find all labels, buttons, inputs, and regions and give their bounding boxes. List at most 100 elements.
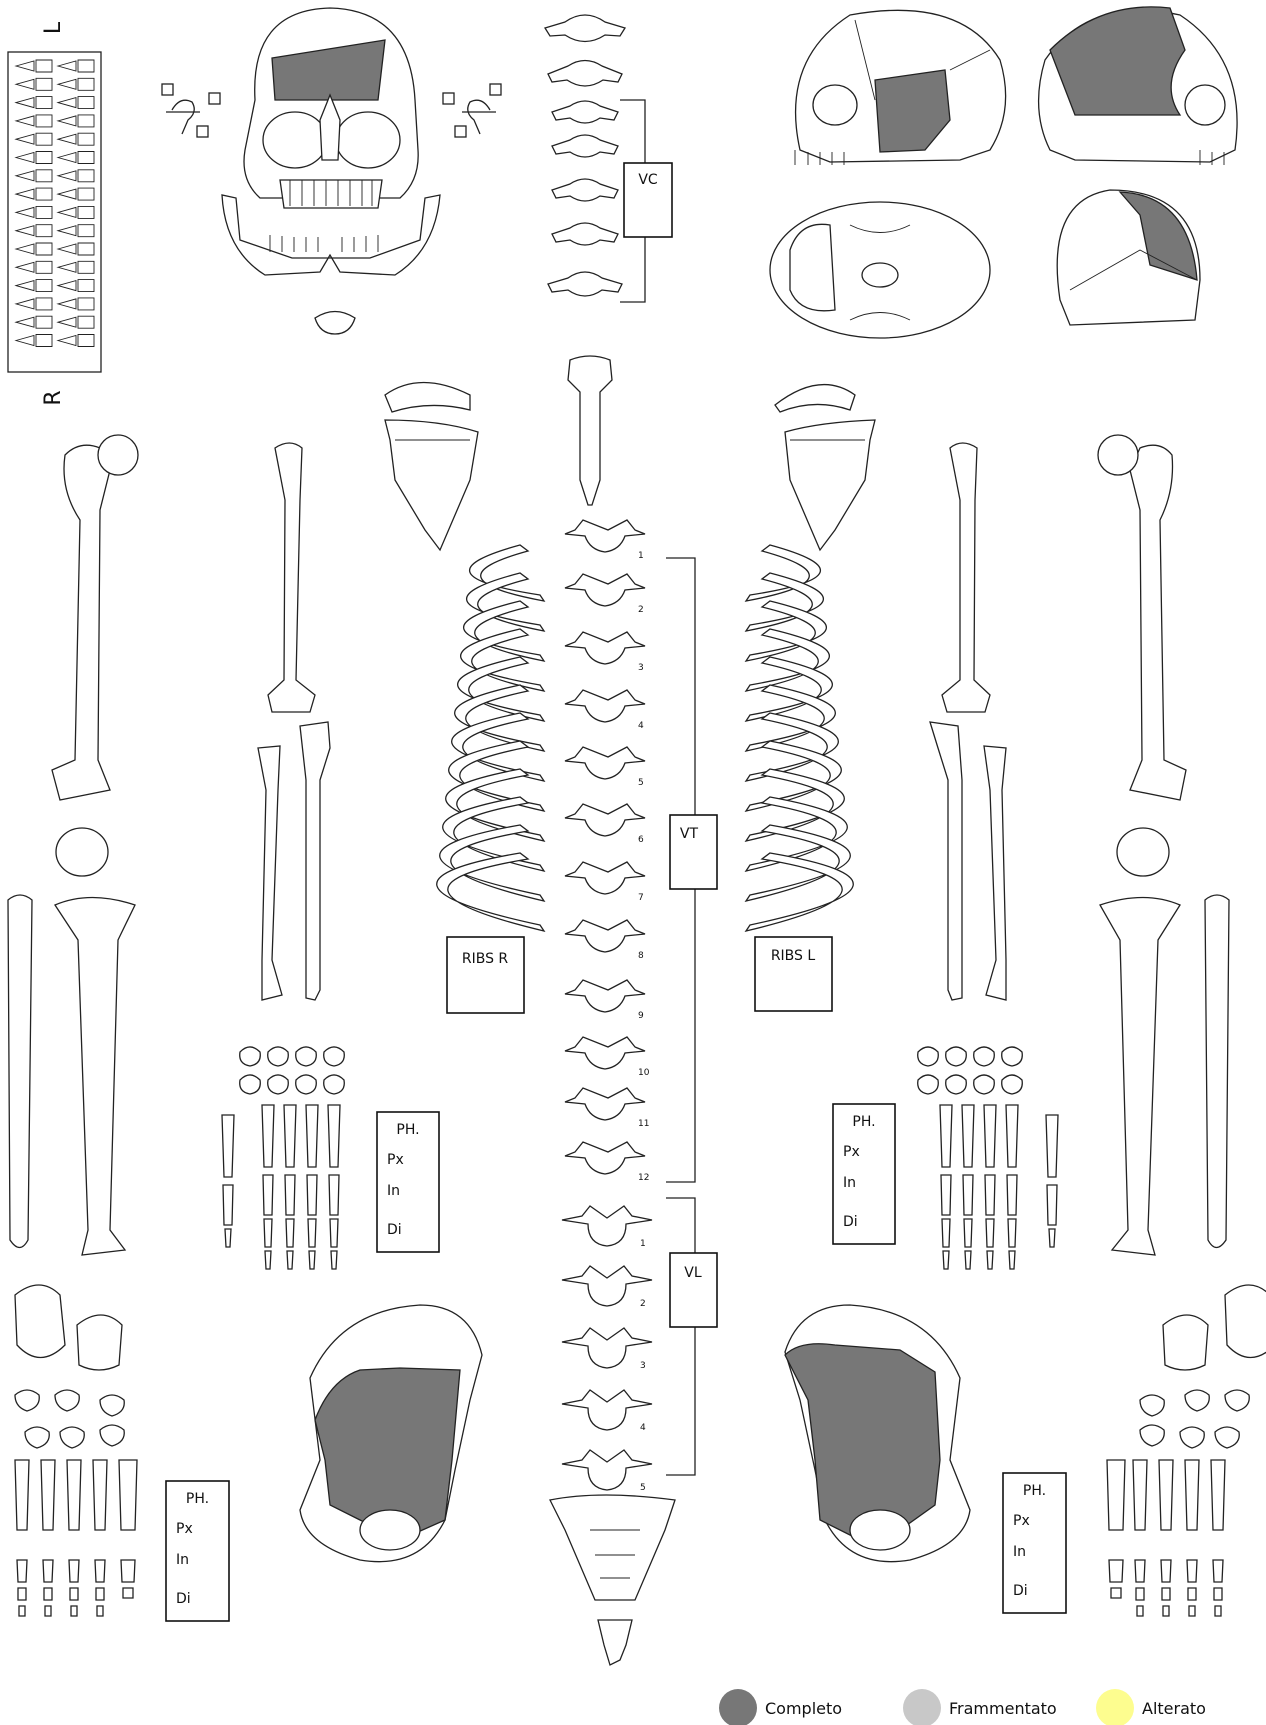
proximal-phalanx xyxy=(263,1175,273,1215)
vertebra-thoracic: 12 xyxy=(565,1142,649,1183)
sacrum xyxy=(550,1495,675,1600)
vertebra-c1 xyxy=(545,15,625,42)
carpal xyxy=(296,1075,317,1094)
scapula-right xyxy=(385,420,478,550)
metacarpal xyxy=(984,1105,996,1167)
legend-item: Frammentato xyxy=(903,1689,1057,1725)
ribs-right-label: RIBS R xyxy=(462,951,509,967)
tarsal xyxy=(1215,1427,1239,1448)
hand-left xyxy=(918,1047,1058,1269)
carpal xyxy=(240,1075,261,1094)
vertebra-thoracic: 3 xyxy=(565,632,645,673)
intermediate-phalanx xyxy=(1188,1588,1196,1600)
lumbar-number: 2 xyxy=(640,1299,646,1309)
tooth xyxy=(16,133,52,145)
vertebra-lumbar: 4 xyxy=(562,1390,652,1433)
ph-title: PH. xyxy=(186,1491,209,1507)
vertebra-c2 xyxy=(548,61,622,87)
tooth xyxy=(58,188,94,200)
tooth xyxy=(58,280,94,292)
tooth xyxy=(16,316,52,328)
hand-right xyxy=(222,1047,344,1269)
vertebra-thoracic: 7 xyxy=(565,862,645,903)
vertebra-c7 xyxy=(548,272,622,296)
proximal-phalanx xyxy=(17,1560,27,1582)
distal-phalanx xyxy=(1163,1606,1169,1616)
tarsal xyxy=(60,1427,84,1448)
distal-phalanx xyxy=(45,1606,51,1616)
metacarpal xyxy=(262,1105,274,1167)
carpal xyxy=(1002,1047,1023,1066)
tooth xyxy=(58,133,94,145)
ph-distal: Di xyxy=(843,1214,858,1230)
thoracic-number: 3 xyxy=(638,663,644,673)
tarsal xyxy=(25,1427,49,1448)
distal-phalanx xyxy=(19,1606,25,1616)
tooth xyxy=(16,261,52,273)
clavicle-right xyxy=(385,383,470,413)
proximal-phalanx xyxy=(1213,1560,1223,1582)
metatarsal xyxy=(93,1460,107,1530)
radius-right xyxy=(258,746,282,1000)
thoracic-number: 6 xyxy=(638,835,644,845)
metatarsal xyxy=(1159,1460,1173,1530)
intermediate-phalanx xyxy=(1214,1588,1222,1600)
teeth-grid xyxy=(16,60,94,347)
cervical-label: VC xyxy=(638,172,658,188)
proximal-phalanx xyxy=(223,1185,233,1225)
ph-intermediate: In xyxy=(1013,1544,1026,1560)
tarsal xyxy=(55,1390,79,1411)
ph-proximal: Px xyxy=(843,1144,860,1160)
ph-title: PH. xyxy=(396,1122,419,1138)
patella-right xyxy=(56,828,108,876)
proximal-phalanx xyxy=(329,1175,339,1215)
tooth xyxy=(16,60,52,72)
tooth xyxy=(58,206,94,218)
legend-item: Completo xyxy=(719,1689,842,1725)
tibia-left xyxy=(1100,898,1180,1256)
ph-proximal: Px xyxy=(176,1521,193,1537)
distal-phalanx xyxy=(1215,1606,1221,1616)
ph-intermediate: In xyxy=(387,1183,400,1199)
tarsal xyxy=(100,1395,124,1416)
legend-swatch xyxy=(1096,1689,1134,1725)
proximal-phalanx xyxy=(1047,1185,1057,1225)
distal-phalanx xyxy=(1189,1606,1195,1616)
ph-title: PH. xyxy=(1023,1483,1046,1499)
distal-phalanx xyxy=(97,1606,103,1616)
vertebra-lumbar: 1 xyxy=(562,1206,652,1249)
vertebra-c3 xyxy=(552,101,618,123)
proximal-phalanx xyxy=(1161,1560,1171,1582)
carpal xyxy=(946,1075,967,1094)
metatarsal xyxy=(67,1460,81,1530)
metatarsal xyxy=(1211,1460,1225,1530)
fibula-left xyxy=(1205,895,1229,1248)
ph-intermediate: In xyxy=(843,1175,856,1191)
intermediate-phalanx xyxy=(308,1219,316,1247)
ribs-left-label: RIBS L xyxy=(771,948,816,964)
metatarsal xyxy=(15,1460,29,1530)
coxal-left xyxy=(785,1305,970,1562)
tooth xyxy=(58,97,94,109)
ossicles-right xyxy=(162,84,220,137)
intermediate-phalanx xyxy=(1008,1219,1016,1247)
intermediate-phalanx xyxy=(264,1219,272,1247)
carpal xyxy=(268,1047,289,1066)
ph-intermediate: In xyxy=(176,1552,189,1568)
humerus-left xyxy=(942,443,990,712)
tooth xyxy=(16,115,52,127)
intermediate-phalanx xyxy=(942,1219,950,1247)
dental-chart: L R xyxy=(8,21,101,406)
lumbar-number: 3 xyxy=(640,1361,646,1371)
distal-phalanx xyxy=(287,1251,293,1269)
vertebra-thoracic: 2 xyxy=(565,574,645,615)
tarsal xyxy=(1140,1395,1164,1416)
legend-label: Frammentato xyxy=(949,1699,1057,1718)
radius-left xyxy=(984,746,1006,1000)
thoracic-number: 5 xyxy=(638,778,644,788)
tooth xyxy=(58,78,94,90)
proximal-phalanx xyxy=(941,1175,951,1215)
proximal-phalanx xyxy=(1007,1175,1017,1215)
tarsal xyxy=(100,1425,124,1446)
carpal xyxy=(240,1047,261,1066)
